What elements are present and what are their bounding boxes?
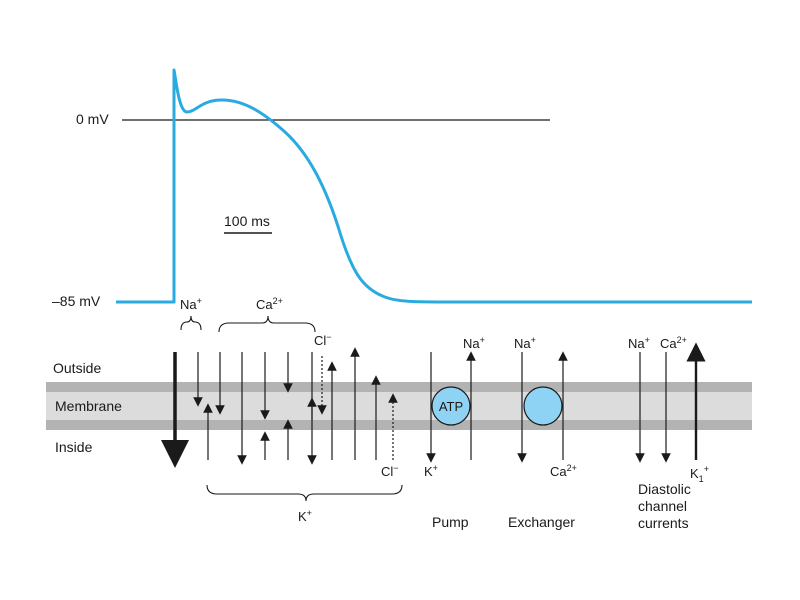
diastolic-k1-label: K1+ [690,464,709,484]
pump-atp-label: ATP [439,399,463,414]
pump-caption: Pump [432,514,469,530]
membrane-inner-band [46,392,752,420]
diastolic-ca-label: Ca2+ [660,335,687,351]
k-bottom-label: K+ [298,508,312,524]
na-top-label: Na+ [180,296,202,312]
diastolic-na-label: Na+ [628,335,650,351]
zero-mv-label: 0 mV [76,111,109,127]
ca-top-label: Ca2+ [256,296,283,312]
action-potential-trace [116,68,752,304]
ca-brace [218,315,316,333]
k-brace [206,484,403,502]
membrane-label: Membrane [55,398,122,414]
outside-label: Outside [53,360,101,376]
cl-top-label: Cl− [314,332,332,348]
inside-label: Inside [55,439,93,455]
pump-atp-circle [431,386,471,426]
diastolic-caption-1: Diastolic [638,481,691,497]
scale-bar-label: 100 ms [224,213,270,229]
exchanger-na-label: Na+ [514,335,536,351]
na-brace [180,315,202,331]
rest-mv-label: –85 mV [52,293,101,309]
diastolic-caption-3: currents [638,515,689,531]
pump-na-label: Na+ [463,335,485,351]
exchanger-ca-label: Ca2+ [550,463,577,479]
diastolic-caption-2: channel [638,498,687,514]
exchanger-circle [523,386,563,426]
cl-bottom-label: Cl− [381,463,399,479]
exchanger-caption: Exchanger [508,514,575,530]
pump-k-label: K+ [424,463,438,479]
